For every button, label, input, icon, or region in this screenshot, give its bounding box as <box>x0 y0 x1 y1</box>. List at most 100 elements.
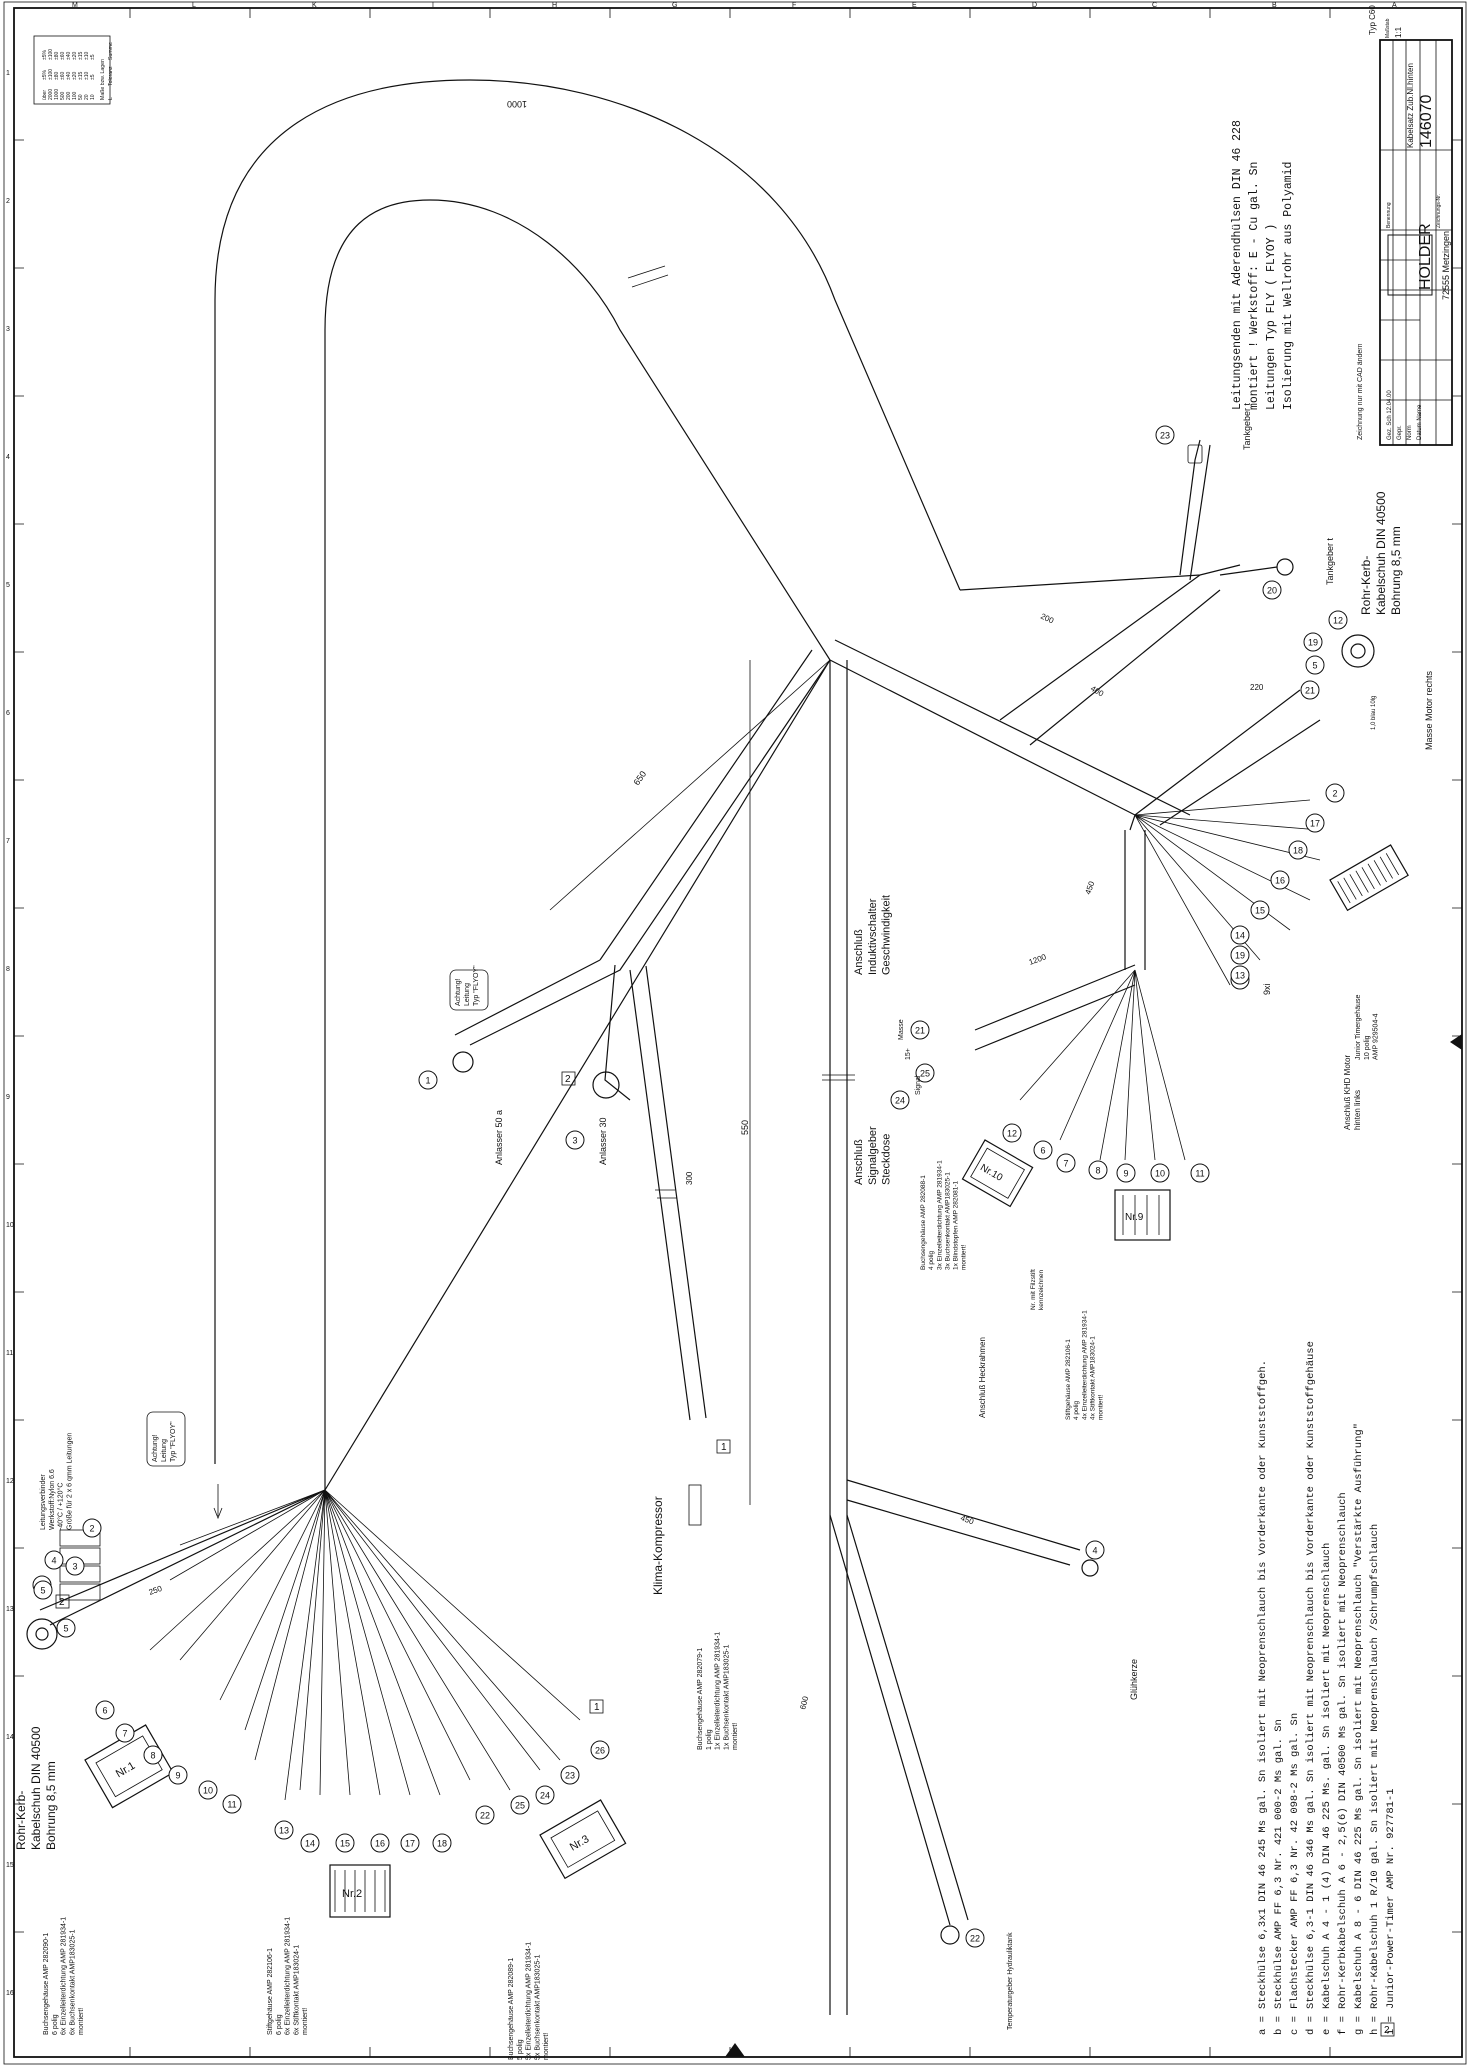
nr3-block-label-line: 5 polig <box>517 2039 524 2060</box>
position-circle: 10 <box>198 1780 218 1800</box>
nr3-block-label-line: 5x Einzelleiterdichtung AMP 281934-1 <box>526 1942 533 2060</box>
circle-number: 16 <box>1275 876 1285 886</box>
position-circle: 3 <box>65 1556 85 1576</box>
temp-geber-label-line: Temperaturgeber Hydrauliktank <box>1007 1932 1014 2030</box>
circle-number: 5 <box>40 1586 45 1596</box>
title-city: 72555 Metzingen <box>1441 231 1451 300</box>
title-massstab-label: Maßstab <box>1385 18 1391 38</box>
trunk-loop-outer <box>214 79 961 1464</box>
boxed-number: 1 <box>594 1702 600 1713</box>
klima-title-line: Klima-Kompressor <box>651 1496 665 1595</box>
legend-text: Kabelschuh A 4 - 1 (4) DIN 46 225 Ms. ga… <box>1321 1543 1333 2009</box>
legend-key: d = <box>1305 2016 1317 2035</box>
table-cell: ±100 <box>48 49 54 60</box>
connector-label: Nr.2 <box>342 1888 362 1900</box>
circle-number: 24 <box>540 1791 550 1801</box>
circle-number: 16 <box>375 1839 385 1849</box>
nr10-block-label-line: montiert! <box>961 1245 968 1270</box>
table-cell: ±80 <box>54 51 60 60</box>
dim-300: 300 <box>685 1171 694 1185</box>
achtung-text: Leitung <box>464 983 471 1006</box>
break-mark <box>627 265 669 288</box>
anschluss-induktiv-label-line: Induktivschalter <box>867 898 879 975</box>
dim-1200: 1200 <box>1028 952 1048 967</box>
position-circle: 13 <box>1230 965 1250 985</box>
circle-number: 3 <box>572 1136 577 1146</box>
nr2-block-label-line: 6x Stiftkontakt AMP183024-1 <box>293 1945 300 2035</box>
table-title: Maße bzw. Lagen <box>100 59 106 100</box>
title-designation-line: Kabelsatz Zub.Nl.hinten <box>1406 63 1415 148</box>
position-circle: 16 <box>370 1833 390 1853</box>
trunk-right-a <box>829 659 1136 831</box>
position-circle: 25 <box>915 1063 935 1083</box>
achtung-text: Achtung! <box>455 978 462 1006</box>
title-massstab-label-line: Maßstab <box>1385 18 1391 38</box>
position-circle: 16 <box>1270 870 1290 890</box>
note-line: montiert ! Werkstoff: E - Cu gal. Sn <box>1248 162 1261 410</box>
table-cell: 200 <box>66 91 72 100</box>
trunk-right-b <box>834 639 1191 816</box>
position-circles: 1234556789101113141516171822252423261342… <box>32 425 1348 1948</box>
dim-arrow-head <box>213 1507 223 1520</box>
circle-number: 19 <box>1235 951 1245 961</box>
position-circle: 22 <box>965 1928 985 1948</box>
legend-text: Rohr-Kerbkabelschuh A 6 - 2,5(6) DIN 405… <box>1337 1492 1349 2009</box>
table-row: 50±15±15 <box>78 51 84 100</box>
position-circle: 7 <box>115 1723 135 1743</box>
position-circle: 3 <box>565 1130 585 1150</box>
position-circle: 8 <box>143 1745 163 1765</box>
dim-600: 600 <box>798 1695 810 1711</box>
position-circle: 20 <box>1262 580 1282 600</box>
achtung-text: Leitung <box>161 1439 168 1462</box>
position-circle: 19 <box>1230 945 1250 965</box>
achtung-box-left <box>146 1411 186 1467</box>
circle-number: 2 <box>1332 789 1337 799</box>
legend-key: h = <box>1369 2016 1381 2035</box>
position-circle: 9 <box>1116 1163 1136 1183</box>
legend-row: a =Steckhülse 6,3x1 DIN 46 245 Ms gal. S… <box>1257 1360 1269 2035</box>
nr9-block-label-line: montiert! <box>1098 1395 1105 1420</box>
tank-ring-terminal <box>1276 558 1294 576</box>
plus15-label: 15+ <box>905 1048 912 1060</box>
frame-letter: A <box>1392 2 1397 9</box>
tank-lead <box>1179 439 1211 581</box>
connector-nr2: Nr.2 <box>329 1864 391 1918</box>
position-circle: 12 <box>1328 610 1348 630</box>
dim-line-650 <box>549 659 831 911</box>
boxed-number: 2 <box>565 1074 571 1085</box>
gluehkerze-ring-terminal <box>1081 1559 1099 1577</box>
title-company-line: HOLDER <box>1417 223 1434 290</box>
title-drawing-number-label: Zeichnungs-Nr. <box>1436 194 1442 228</box>
junior-timer-label-line: 10 polig <box>1364 1035 1371 1060</box>
leitungsverbinder-label-line: Werkstoff:Nylon 6.6 <box>49 1469 56 1530</box>
title-row-line: Gez. Sch 12.04.00 <box>1387 390 1393 440</box>
frame-number: 4 <box>6 454 10 461</box>
table-row: 100±20±20 <box>72 51 78 100</box>
circle-number: 15 <box>340 1839 350 1849</box>
position-circle: 21 <box>910 1020 930 1040</box>
position-circle: 5 <box>56 1618 76 1638</box>
position-circle: 14 <box>300 1833 320 1853</box>
title-drawing-number-label-line: Zeichnungs-Nr. <box>1436 194 1442 228</box>
dim-220: 220 <box>1250 683 1264 692</box>
table-cell: ±15 <box>78 51 84 60</box>
circle-number: 25 <box>515 1801 525 1811</box>
nr10-block-label-line: Buchsengehäuse AMP 282088-1 <box>920 1175 927 1270</box>
circle-number: 6 <box>1040 1146 1045 1156</box>
anlasser-30-label-line: Anlasser 30 <box>598 1117 608 1165</box>
nr-filz-label-line: Nr. mit Filzstift <box>1030 1269 1037 1310</box>
rohr-kerb-left-label-line: Rohr-Kerb- <box>14 1791 28 1850</box>
title-company: HOLDER <box>1417 223 1434 290</box>
anlasser-50-label-line: Anlasser 50 a <box>494 1110 504 1165</box>
dim-1000: 1000 <box>507 99 527 109</box>
gluehkerze-label-line: Glühkerze <box>1129 1659 1139 1700</box>
circle-number: 4 <box>51 1556 56 1566</box>
tolerance-table: Maße bzw. Lagen L Toleranz Summe 10±5±52… <box>33 35 114 105</box>
masse-label: Masse <box>898 1019 905 1040</box>
circle-number: 13 <box>279 1826 289 1836</box>
table-cell: ±15 <box>78 71 84 80</box>
